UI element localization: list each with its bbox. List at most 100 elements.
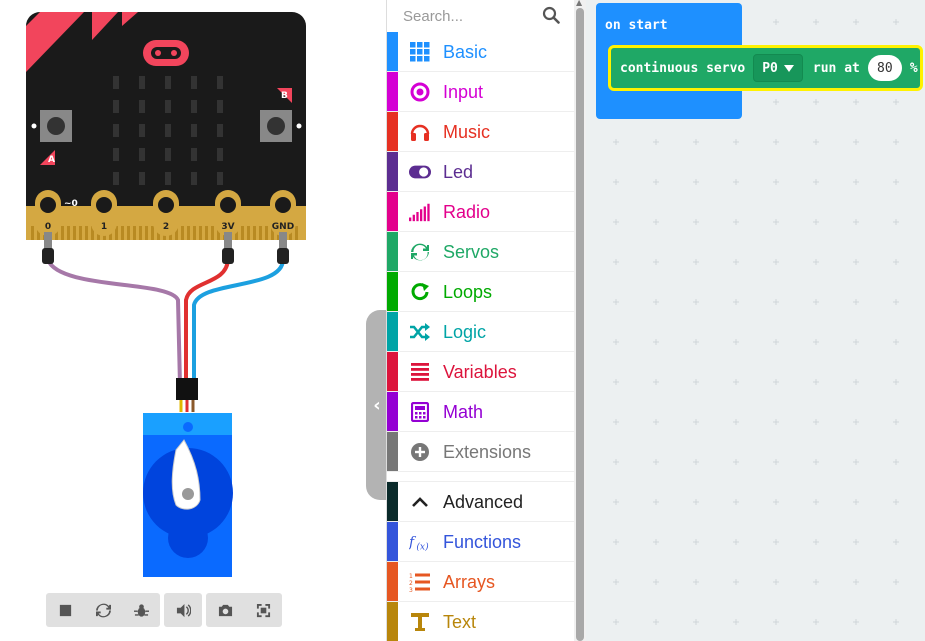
- led[interactable]: [217, 76, 223, 89]
- led[interactable]: [217, 100, 223, 113]
- led[interactable]: [113, 172, 119, 185]
- chevron-left-icon: ‹: [373, 394, 381, 416]
- led[interactable]: [191, 124, 197, 137]
- percent-label: %: [909, 60, 918, 76]
- category-label: Basic: [443, 42, 488, 62]
- fullscreen-button[interactable]: [244, 593, 282, 627]
- svg-text:2: 2: [409, 580, 413, 587]
- led[interactable]: [191, 172, 197, 185]
- category-label: Music: [443, 122, 491, 142]
- blocks-workspace[interactable]: on start continuous servo P0 run at 80 %: [586, 0, 925, 641]
- led[interactable]: [139, 148, 145, 161]
- category-advanced[interactable]: Advanced: [387, 482, 574, 522]
- category-functions[interactable]: f(x) Functions: [387, 522, 574, 562]
- category-variables[interactable]: Variables: [387, 352, 574, 392]
- led[interactable]: [165, 172, 171, 185]
- category-math[interactable]: Math: [387, 392, 574, 432]
- category-separator: [387, 472, 574, 482]
- headphones-icon: [409, 121, 431, 143]
- category-label: Radio: [443, 202, 491, 222]
- screenshot-button[interactable]: [206, 593, 244, 627]
- circle-dot-icon: [409, 81, 431, 103]
- wire-3v: [184, 259, 230, 385]
- category-led[interactable]: Led: [387, 152, 574, 192]
- stop-button[interactable]: [46, 593, 84, 627]
- led[interactable]: [113, 148, 119, 161]
- pin-label: 2: [163, 222, 169, 232]
- function-icon: f(x): [409, 531, 431, 553]
- loop-icon: [409, 281, 431, 303]
- wire-p0: [46, 258, 182, 386]
- category-input[interactable]: Input: [387, 72, 574, 112]
- category-label: Functions: [443, 532, 522, 552]
- led[interactable]: [217, 124, 223, 137]
- led[interactable]: [191, 100, 197, 113]
- chevron-up-icon: [409, 491, 431, 513]
- continuous-servo-block[interactable]: continuous servo P0 run at 80 %: [608, 45, 923, 91]
- pin-dropdown[interactable]: P0: [753, 54, 803, 82]
- led[interactable]: [165, 76, 171, 89]
- category-label: Logic: [443, 322, 487, 342]
- refresh-icon: [409, 241, 431, 263]
- toolbox-scrollbar[interactable]: ▲: [574, 0, 586, 641]
- category-text[interactable]: Text: [387, 602, 574, 641]
- category-extensions[interactable]: Extensions: [387, 432, 574, 472]
- search-icon[interactable]: [542, 6, 560, 24]
- list-icon: [409, 361, 431, 383]
- led[interactable]: [217, 172, 223, 185]
- led[interactable]: [165, 148, 171, 161]
- toggle-icon: [409, 161, 431, 183]
- crocodile-clip: [42, 248, 54, 264]
- category-label: Math: [443, 402, 484, 422]
- svg-text:(x): (x): [416, 541, 429, 552]
- category-logic[interactable]: Logic: [387, 312, 574, 352]
- crocodile-clip: [222, 248, 234, 264]
- led[interactable]: [139, 172, 145, 185]
- stop-icon: [59, 604, 71, 616]
- led[interactable]: [139, 124, 145, 137]
- category-loops[interactable]: Loops: [387, 272, 574, 312]
- category-servos[interactable]: Servos: [387, 232, 574, 272]
- collapse-simulator-button[interactable]: ‹: [366, 310, 388, 500]
- category-radio[interactable]: Radio: [387, 192, 574, 232]
- plus-circle-icon: [409, 441, 431, 463]
- led[interactable]: [113, 76, 119, 89]
- pin-label: 3V: [221, 222, 234, 232]
- category-label: Text: [443, 612, 477, 632]
- category-music[interactable]: Music: [387, 112, 574, 152]
- led[interactable]: [191, 148, 197, 161]
- led[interactable]: [113, 124, 119, 137]
- board-corner-decoration: [26, 12, 84, 72]
- scroll-up-icon[interactable]: ▲: [576, 0, 583, 7]
- led[interactable]: [165, 124, 171, 137]
- category-basic[interactable]: Basic: [387, 32, 574, 72]
- dropdown-arrow-icon: [783, 64, 794, 72]
- led[interactable]: [113, 100, 119, 113]
- svg-text:3: 3: [409, 587, 413, 592]
- speaker-icon: [176, 603, 191, 617]
- led[interactable]: [139, 100, 145, 113]
- category-label: Loops: [443, 282, 493, 302]
- shuffle-icon: [409, 321, 431, 343]
- camera-icon: [218, 604, 232, 616]
- led[interactable]: [217, 148, 223, 161]
- button-b-label: B: [281, 91, 288, 101]
- scrollbar-thumb[interactable]: [576, 8, 584, 641]
- led[interactable]: [191, 76, 197, 89]
- run-at-label: run at: [812, 60, 860, 76]
- restart-button[interactable]: [84, 593, 122, 627]
- speed-input[interactable]: 80: [867, 55, 902, 81]
- led[interactable]: [139, 76, 145, 89]
- wire-gnd: [192, 259, 285, 385]
- led[interactable]: [165, 100, 171, 113]
- pin-label: GND: [272, 222, 294, 232]
- on-start-label: on start: [605, 18, 668, 33]
- simulator-toolbar: [46, 593, 282, 627]
- mute-button[interactable]: [164, 593, 202, 627]
- debug-button[interactable]: [122, 593, 160, 627]
